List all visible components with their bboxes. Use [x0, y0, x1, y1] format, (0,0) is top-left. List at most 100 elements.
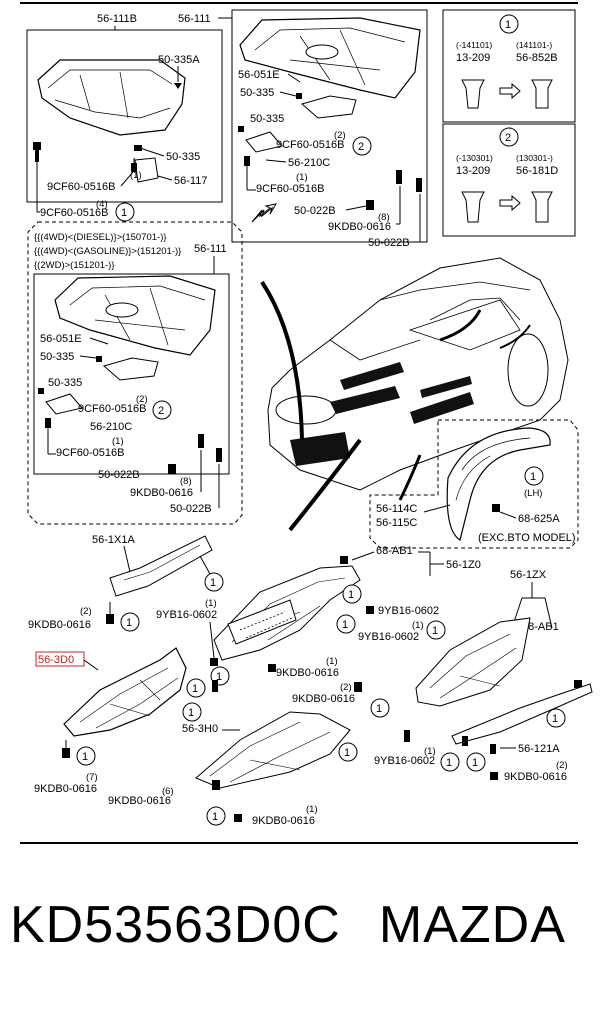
- double-arrow-icon: [251, 203, 278, 223]
- callout-56-114c[interactable]: 56-114C: [376, 503, 417, 515]
- svg-text:1: 1: [121, 207, 127, 219]
- callout-9yb16-4[interactable]: 9YB16-0602: [374, 755, 435, 767]
- callout-56-210c-b[interactable]: 56-210C: [90, 421, 132, 433]
- callout-9cf60-1[interactable]: 9CF60-0516B: [47, 181, 116, 193]
- marker-1-o[interactable]: [440, 752, 460, 772]
- callout-56-1x1a[interactable]: 56-1X1A: [92, 534, 135, 546]
- callout-9kdb0-2[interactable]: 9KDB0-0616: [130, 487, 193, 499]
- callout-9kdb0-8[interactable]: 9KDB0-0616: [252, 815, 315, 827]
- svg-text:1: 1: [342, 619, 348, 631]
- highlight-box-56-3d0: [35, 651, 85, 667]
- callout-9cf60-5[interactable]: 9CF60-0516B: [78, 403, 147, 415]
- marker-1-legend: [499, 14, 519, 34]
- box-56-111-a: [231, 9, 428, 243]
- marker-2-b[interactable]: [152, 400, 172, 420]
- callout-50-335-4[interactable]: 50-335: [40, 351, 74, 363]
- callout-50-335-3[interactable]: 50-335: [250, 113, 284, 125]
- part-56-121a: [451, 683, 593, 745]
- legend-box-2: 2 (-130301) (130301-) 13-209 56-181D: [442, 123, 576, 237]
- dashed-box-liner: [369, 419, 579, 549]
- callout-56-1z0[interactable]: 56-1Z0: [446, 559, 481, 571]
- svg-text:1: 1: [212, 811, 218, 823]
- marker-1-d[interactable]: [342, 584, 362, 604]
- callout-9yb16-3[interactable]: 9YB16-0602: [358, 631, 419, 643]
- callout-56-210c-a[interactable]: 56-210C: [288, 157, 330, 169]
- callout-56-051e-a[interactable]: 56-051E: [238, 69, 280, 81]
- label-lh: (LH): [524, 488, 542, 499]
- callout-56-117[interactable]: 56-117: [174, 175, 207, 187]
- marker-1-h[interactable]: [370, 698, 390, 718]
- svg-text:1: 1: [530, 471, 536, 483]
- bracket-56-117: [134, 157, 159, 183]
- callout-9cf60-4[interactable]: 9CF60-0516B: [256, 183, 325, 195]
- callout-56-3h0[interactable]: 56-3H0: [182, 723, 218, 735]
- callout-50-022b-2[interactable]: 50-022B: [368, 237, 410, 249]
- marker-1-e[interactable]: [336, 614, 356, 634]
- clip-new-icon-2: [531, 191, 553, 223]
- callout-50-335a[interactable]: 50-335A: [158, 54, 200, 66]
- marker-1-l[interactable]: [76, 746, 96, 766]
- svg-text:(2): (2): [80, 606, 92, 617]
- svg-text:2: 2: [505, 132, 511, 144]
- callout-9cf60-3[interactable]: 9CF60-0516B: [276, 139, 345, 151]
- svg-text:(1): (1): [306, 804, 318, 815]
- callout-56-111b[interactable]: 56-111B: [97, 13, 137, 25]
- callout-9cf60-6[interactable]: 9CF60-0516B: [56, 447, 125, 459]
- svg-text:(130301-): (130301-): [516, 153, 553, 163]
- marker-1-c[interactable]: [120, 612, 140, 632]
- marker-1-p[interactable]: [466, 752, 486, 772]
- callout-50-022b-4[interactable]: 50-022B: [170, 503, 212, 515]
- svg-text:(1): (1): [424, 746, 436, 757]
- callout-68-625a[interactable]: 68-625A: [518, 513, 560, 525]
- callout-9kdb0-1[interactable]: 9KDB0-0616: [328, 221, 391, 233]
- callout-56-121a[interactable]: 56-121A: [518, 743, 560, 755]
- callout-9yb16-2[interactable]: 9YB16-0602: [378, 605, 439, 617]
- wheel-liner-part: [446, 427, 551, 541]
- clip-old-icon: [461, 79, 485, 109]
- svg-text:1: 1: [216, 671, 222, 683]
- marker-2-a[interactable]: [352, 136, 372, 156]
- callout-9kdb0-7[interactable]: 9KDB0-0616: [108, 795, 171, 807]
- callout-68-ab1-b[interactable]: 68-AB1: [522, 621, 559, 633]
- callout-9kdb0-5[interactable]: 9KDB0-0616: [292, 693, 355, 705]
- svg-text:(8): (8): [378, 212, 390, 223]
- callout-9kdb0-9[interactable]: 9KDB0-0616: [504, 771, 567, 783]
- arrow-right-icon-2: [499, 194, 521, 212]
- undercover-panel-c: [54, 275, 216, 356]
- callout-68-ab1-a[interactable]: 68-AB1: [376, 545, 413, 557]
- marker-1-a[interactable]: [115, 202, 135, 222]
- marker-1-k[interactable]: [182, 702, 202, 722]
- callout-56-115c[interactable]: 56-115C: [376, 517, 417, 529]
- callout-9kdb0-6[interactable]: 9KDB0-0616: [34, 783, 97, 795]
- marker-1-j[interactable]: [186, 678, 206, 698]
- callout-9cf60-2[interactable]: 9CF60-0516B: [40, 207, 109, 219]
- marker-1-n[interactable]: [206, 806, 226, 826]
- callout-50-022b-3[interactable]: 50-022B: [98, 469, 140, 481]
- group-56-111b: 56-111B 50-335A 50-335 56-117 9CF60-0516…: [26, 13, 223, 222]
- marker-1-b[interactable]: [204, 572, 224, 592]
- marker-1-liner[interactable]: [524, 466, 544, 486]
- marker-1-i[interactable]: [546, 708, 566, 728]
- svg-text:2: 2: [158, 405, 164, 417]
- callout-9kdb0-4[interactable]: 9KDB0-0616: [276, 667, 339, 679]
- marker-1-f[interactable]: [426, 620, 446, 640]
- callout-9kdb0-3[interactable]: 9KDB0-0616: [28, 619, 91, 631]
- callout-50-022b-1[interactable]: 50-022B: [294, 205, 336, 217]
- callout-56-1zx[interactable]: 56-1ZX: [510, 569, 547, 581]
- legend-part-56-181d: 56-181D: [516, 165, 558, 177]
- svg-text:(7): (7): [86, 772, 98, 783]
- callout-56-111-a[interactable]: 56-111: [178, 13, 211, 25]
- marker-1-m[interactable]: [338, 742, 358, 762]
- callout-56-051e-b[interactable]: 56-051E: [40, 333, 82, 345]
- svg-text:1: 1: [376, 703, 382, 715]
- legend-part-56-852b: 56-852B: [516, 52, 558, 64]
- callout-9yb16-1[interactable]: 9YB16-0602: [156, 609, 217, 621]
- callout-50-335-2[interactable]: 50-335: [240, 87, 274, 99]
- callout-56-111-b[interactable]: 56-111: [194, 243, 227, 255]
- callout-50-335-5[interactable]: 50-335: [48, 377, 82, 389]
- svg-text:(1): (1): [326, 656, 338, 667]
- parts-diagram: 56-111B 50-335A 50-335 56-117 9CF60-0516…: [20, 2, 593, 844]
- callout-56-3d0[interactable]: 56-3D0: [38, 654, 74, 666]
- callout-50-335-1[interactable]: 50-335: [166, 151, 200, 163]
- svg-text:1: 1: [472, 757, 478, 769]
